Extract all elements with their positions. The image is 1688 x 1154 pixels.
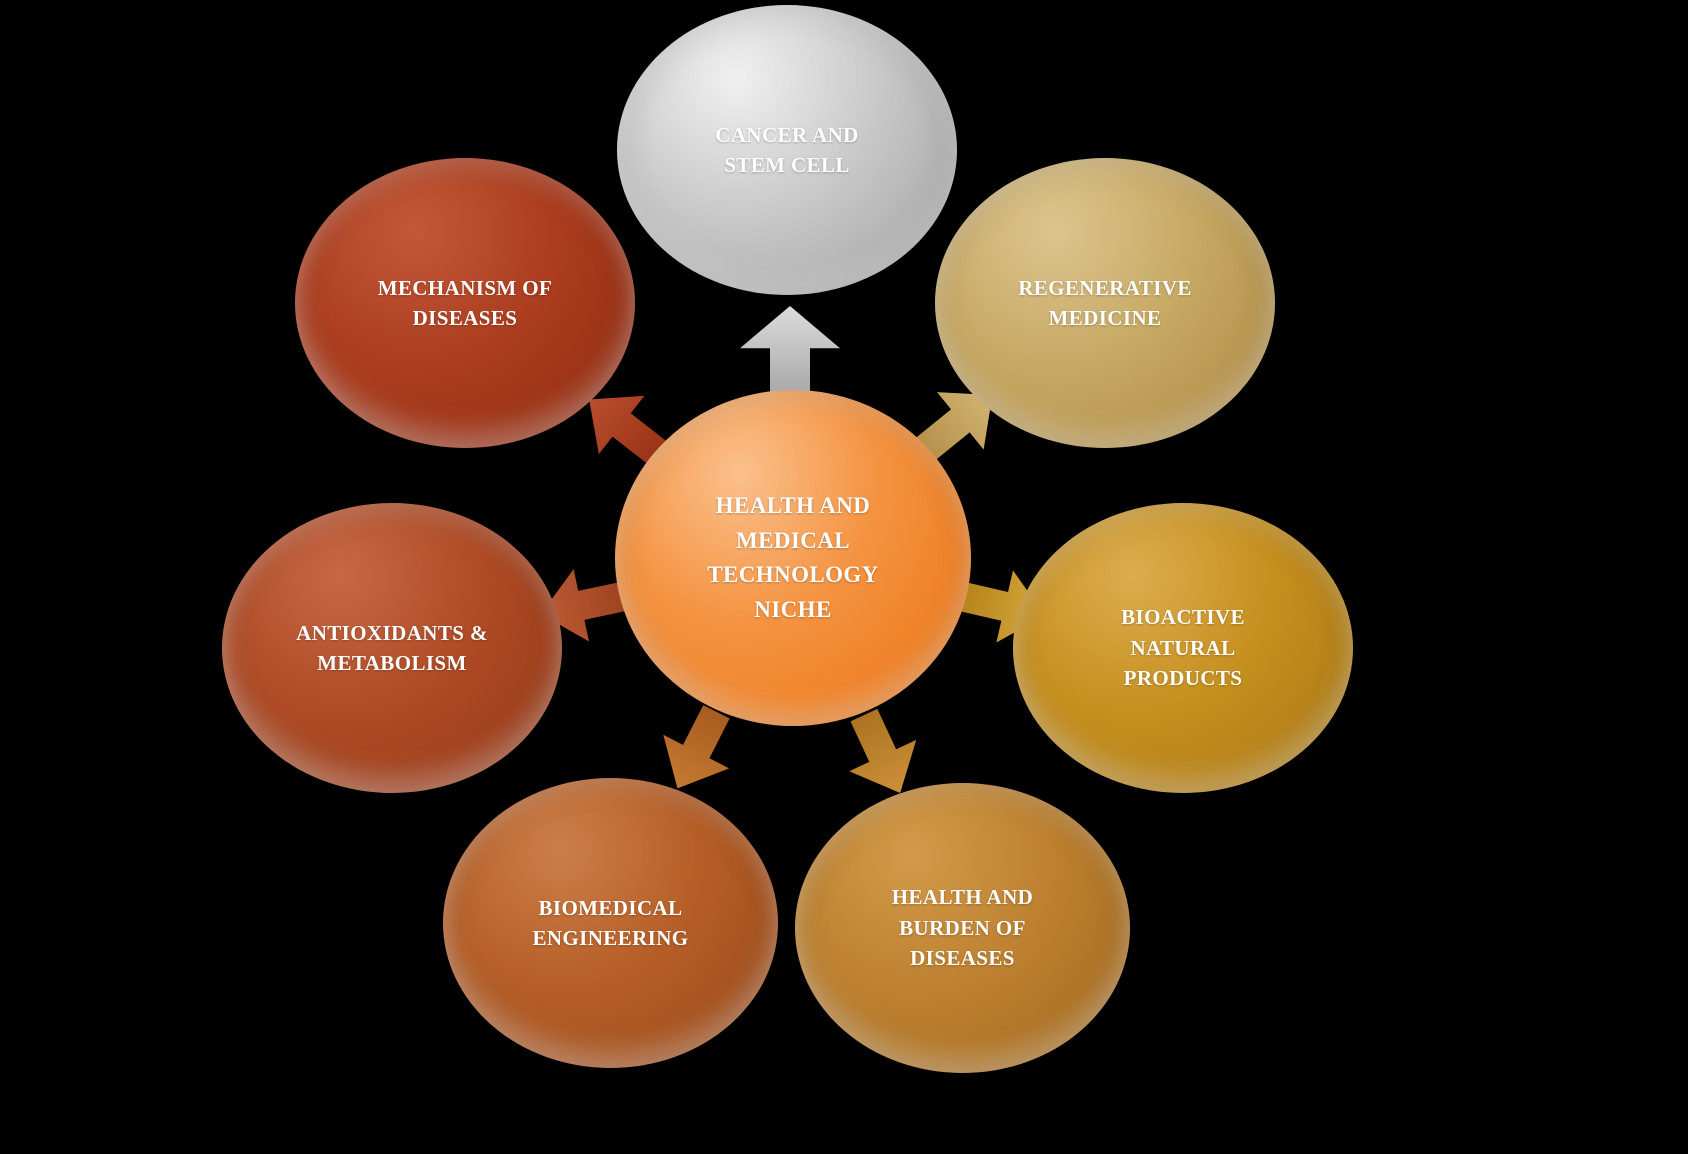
node-label: HEALTH AND MEDICAL TECHNOLOGY NICHE — [707, 493, 879, 622]
node-label: ANTIOXIDANTS & METABOLISM — [296, 620, 488, 675]
node-antioxidants-and-metabolism: ANTIOXIDANTS & METABOLISM — [222, 503, 562, 793]
node-regenerative-medicine: REGENERATIVE MEDICINE — [935, 158, 1275, 448]
node-bioactive-natural-products: BIOACTIVE NATURAL PRODUCTS — [1013, 503, 1353, 793]
node-label: BIOACTIVE NATURAL PRODUCTS — [1121, 605, 1245, 691]
node-label: BIOMEDICAL ENGINEERING — [532, 895, 689, 950]
node-health-and-medical-technology-niche: HEALTH AND MEDICAL TECHNOLOGY NICHE — [615, 390, 971, 726]
arrow-to-cancer-and-stem-cell-icon — [740, 306, 840, 394]
node-label: HEALTH AND BURDEN OF DISEASES — [891, 885, 1034, 971]
node-biomedical-engineering: BIOMEDICAL ENGINEERING — [443, 778, 778, 1068]
node-health-and-burden-of-diseases: HEALTH AND BURDEN OF DISEASES — [795, 783, 1130, 1073]
node-cancer-and-stem-cell: CANCER AND STEM CELL — [617, 5, 957, 295]
node-label: MECHANISM OF DISEASES — [377, 275, 553, 330]
node-label: CANCER AND STEM CELL — [715, 122, 859, 177]
node-mechanism-of-diseases: MECHANISM OF DISEASES — [295, 158, 635, 448]
node-label: REGENERATIVE MEDICINE — [1018, 275, 1192, 330]
